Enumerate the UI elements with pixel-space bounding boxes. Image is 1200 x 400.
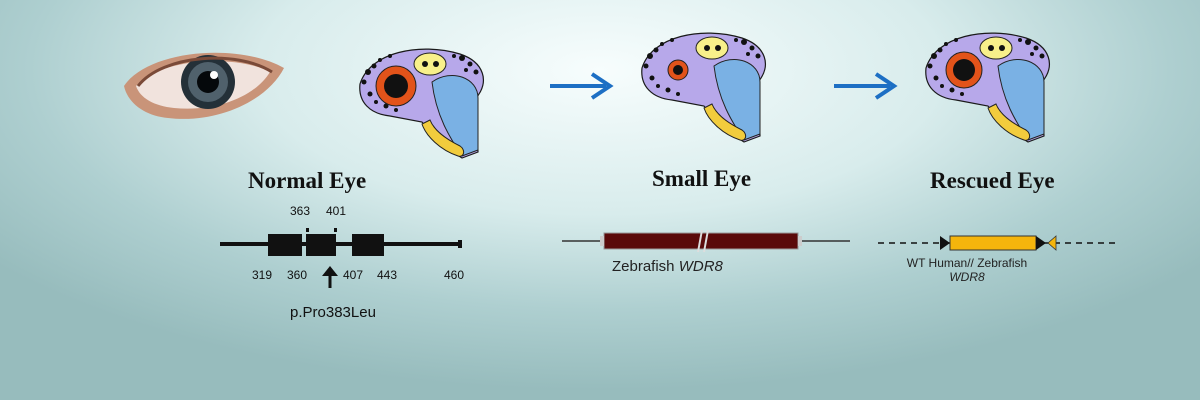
small-eye-heading: Small Eye xyxy=(652,166,752,191)
exon-position-363: 363 xyxy=(290,204,311,218)
right-arrow-icon xyxy=(834,72,898,100)
construct-line1: WT Human// Zebrafish xyxy=(906,256,1028,270)
exon-position-319: 319 xyxy=(252,268,273,282)
rescued-eye-heading: Rescued Eye xyxy=(930,168,1055,193)
zebrafish-head-small-eye-icon xyxy=(641,32,767,143)
up-arrow-icon xyxy=(322,266,338,288)
right-arrow-icon xyxy=(550,72,614,100)
zebrafish-gene-bar xyxy=(562,229,850,253)
exon-position-443: 443 xyxy=(377,268,398,282)
gene-name: WDR8 xyxy=(678,258,723,275)
normal-gene-structure xyxy=(220,228,462,256)
exon-position-407: 407 xyxy=(343,268,364,282)
gene-prefix: Zebrafish xyxy=(612,258,675,275)
normal-eye-heading: Normal Eye xyxy=(248,168,367,193)
rescue-construct xyxy=(878,235,1116,251)
exon-position-360: 360 xyxy=(287,268,308,282)
construct-line2: WDR8 xyxy=(949,270,985,284)
exon-position-460: 460 xyxy=(444,268,465,282)
zebrafish-head-normal-icon xyxy=(359,48,485,159)
human-eye-icon xyxy=(124,52,284,119)
rescue-construct-label: WT Human// Zebrafish WDR8 xyxy=(900,256,1034,284)
exon-position-401: 401 xyxy=(326,204,347,218)
zebrafish-head-rescued-icon xyxy=(925,32,1051,143)
mutation-label: p.Pro383Leu xyxy=(290,304,376,321)
zebrafish-gene-label: Zebrafish WDR8 xyxy=(612,258,723,275)
